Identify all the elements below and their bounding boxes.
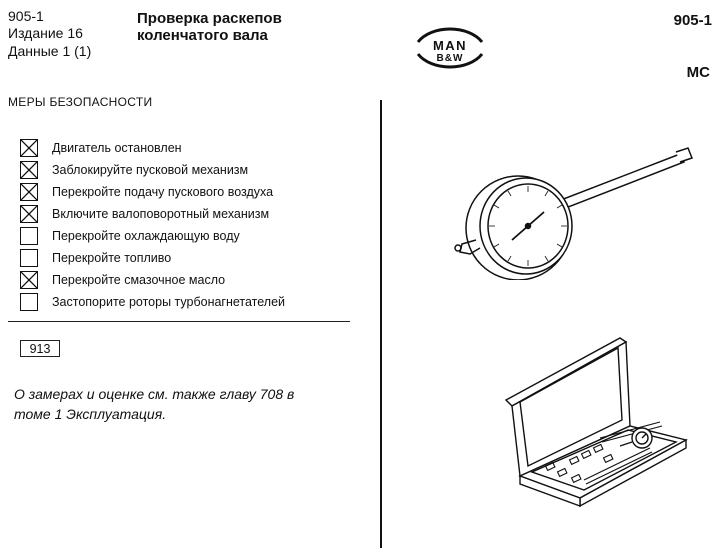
- document-code: 905-1: [8, 8, 44, 24]
- section-divider: [8, 321, 350, 322]
- logo-text-bw: B&W: [437, 53, 464, 64]
- checklist-item-label: Перекройте смазочное масло: [52, 273, 226, 287]
- checklist-item: Перекройте охлаждающую воду: [20, 225, 285, 247]
- man-bw-logo: MAN B&W: [416, 27, 484, 69]
- checkbox[interactable]: [20, 183, 38, 201]
- checkbox[interactable]: [20, 249, 38, 267]
- checkbox[interactable]: [20, 161, 38, 179]
- checklist-item-label: Включите валоповоротный механизм: [52, 207, 270, 221]
- page-title: Проверка раскепов коленчатого вала: [137, 10, 337, 44]
- check-x-icon: [21, 162, 37, 178]
- document-code-right: 905-1: [673, 12, 712, 29]
- checklist-item-label: Заблокируйте пусковой механизм: [52, 163, 249, 177]
- checklist-item: Включите валоповоротный механизм: [20, 203, 285, 225]
- checklist-item: Перекройте смазочное масло: [20, 269, 285, 291]
- title-line-1: Проверка раскепов: [137, 10, 282, 27]
- check-x-icon: [21, 206, 37, 222]
- checklist-item-label: Перекройте топливо: [52, 251, 172, 265]
- dial-gauge-illustration: [454, 147, 693, 280]
- check-x-icon: [21, 140, 37, 156]
- checklist-item-label: Двигатель остановлен: [52, 141, 182, 155]
- checklist-item: Застопорите роторы турбонагнетателей: [20, 291, 285, 313]
- checklist-item: Двигатель остановлен: [20, 137, 285, 159]
- checkbox[interactable]: [20, 271, 38, 289]
- data-page-label: Данные 1 (1): [8, 43, 92, 59]
- edition-label: Издание 16: [8, 25, 83, 41]
- engine-type: MC: [686, 64, 710, 81]
- check-x-icon: [21, 272, 37, 288]
- checklist-item-label: Перекройте подачу пускового воздуха: [52, 185, 274, 199]
- checklist-item-label: Перекройте охлаждающую воду: [52, 229, 240, 243]
- checkbox[interactable]: [20, 293, 38, 311]
- tool-code-box: 913: [20, 340, 60, 357]
- reference-note: О замерах и оценке см. также главу 708 в…: [14, 384, 354, 424]
- checklist-item-label: Застопорите роторы турбонагнетателей: [52, 295, 286, 309]
- checkbox[interactable]: [20, 205, 38, 223]
- tool-case-illustration: [504, 337, 688, 508]
- reference-note-line-1: О замерах и оценке см. также главу 708 в: [14, 386, 295, 402]
- checklist-item: Перекройте подачу пускового воздуха: [20, 181, 285, 203]
- checklist-item: Заблокируйте пусковой механизм: [20, 159, 285, 181]
- checkbox[interactable]: [20, 227, 38, 245]
- check-x-icon: [21, 184, 37, 200]
- reference-note-line-2: томе 1 Эксплуатация.: [14, 406, 167, 422]
- checkbox[interactable]: [20, 139, 38, 157]
- checklist-item: Перекройте топливо: [20, 247, 285, 269]
- safety-heading: МЕРЫ БЕЗОПАСНОСТИ: [8, 95, 153, 109]
- title-line-2: коленчатого вала: [137, 27, 268, 44]
- logo-text-man: MAN: [433, 38, 467, 53]
- column-divider: [380, 100, 382, 548]
- safety-checklist: Двигатель остановлен Заблокируйте пусков…: [20, 137, 285, 313]
